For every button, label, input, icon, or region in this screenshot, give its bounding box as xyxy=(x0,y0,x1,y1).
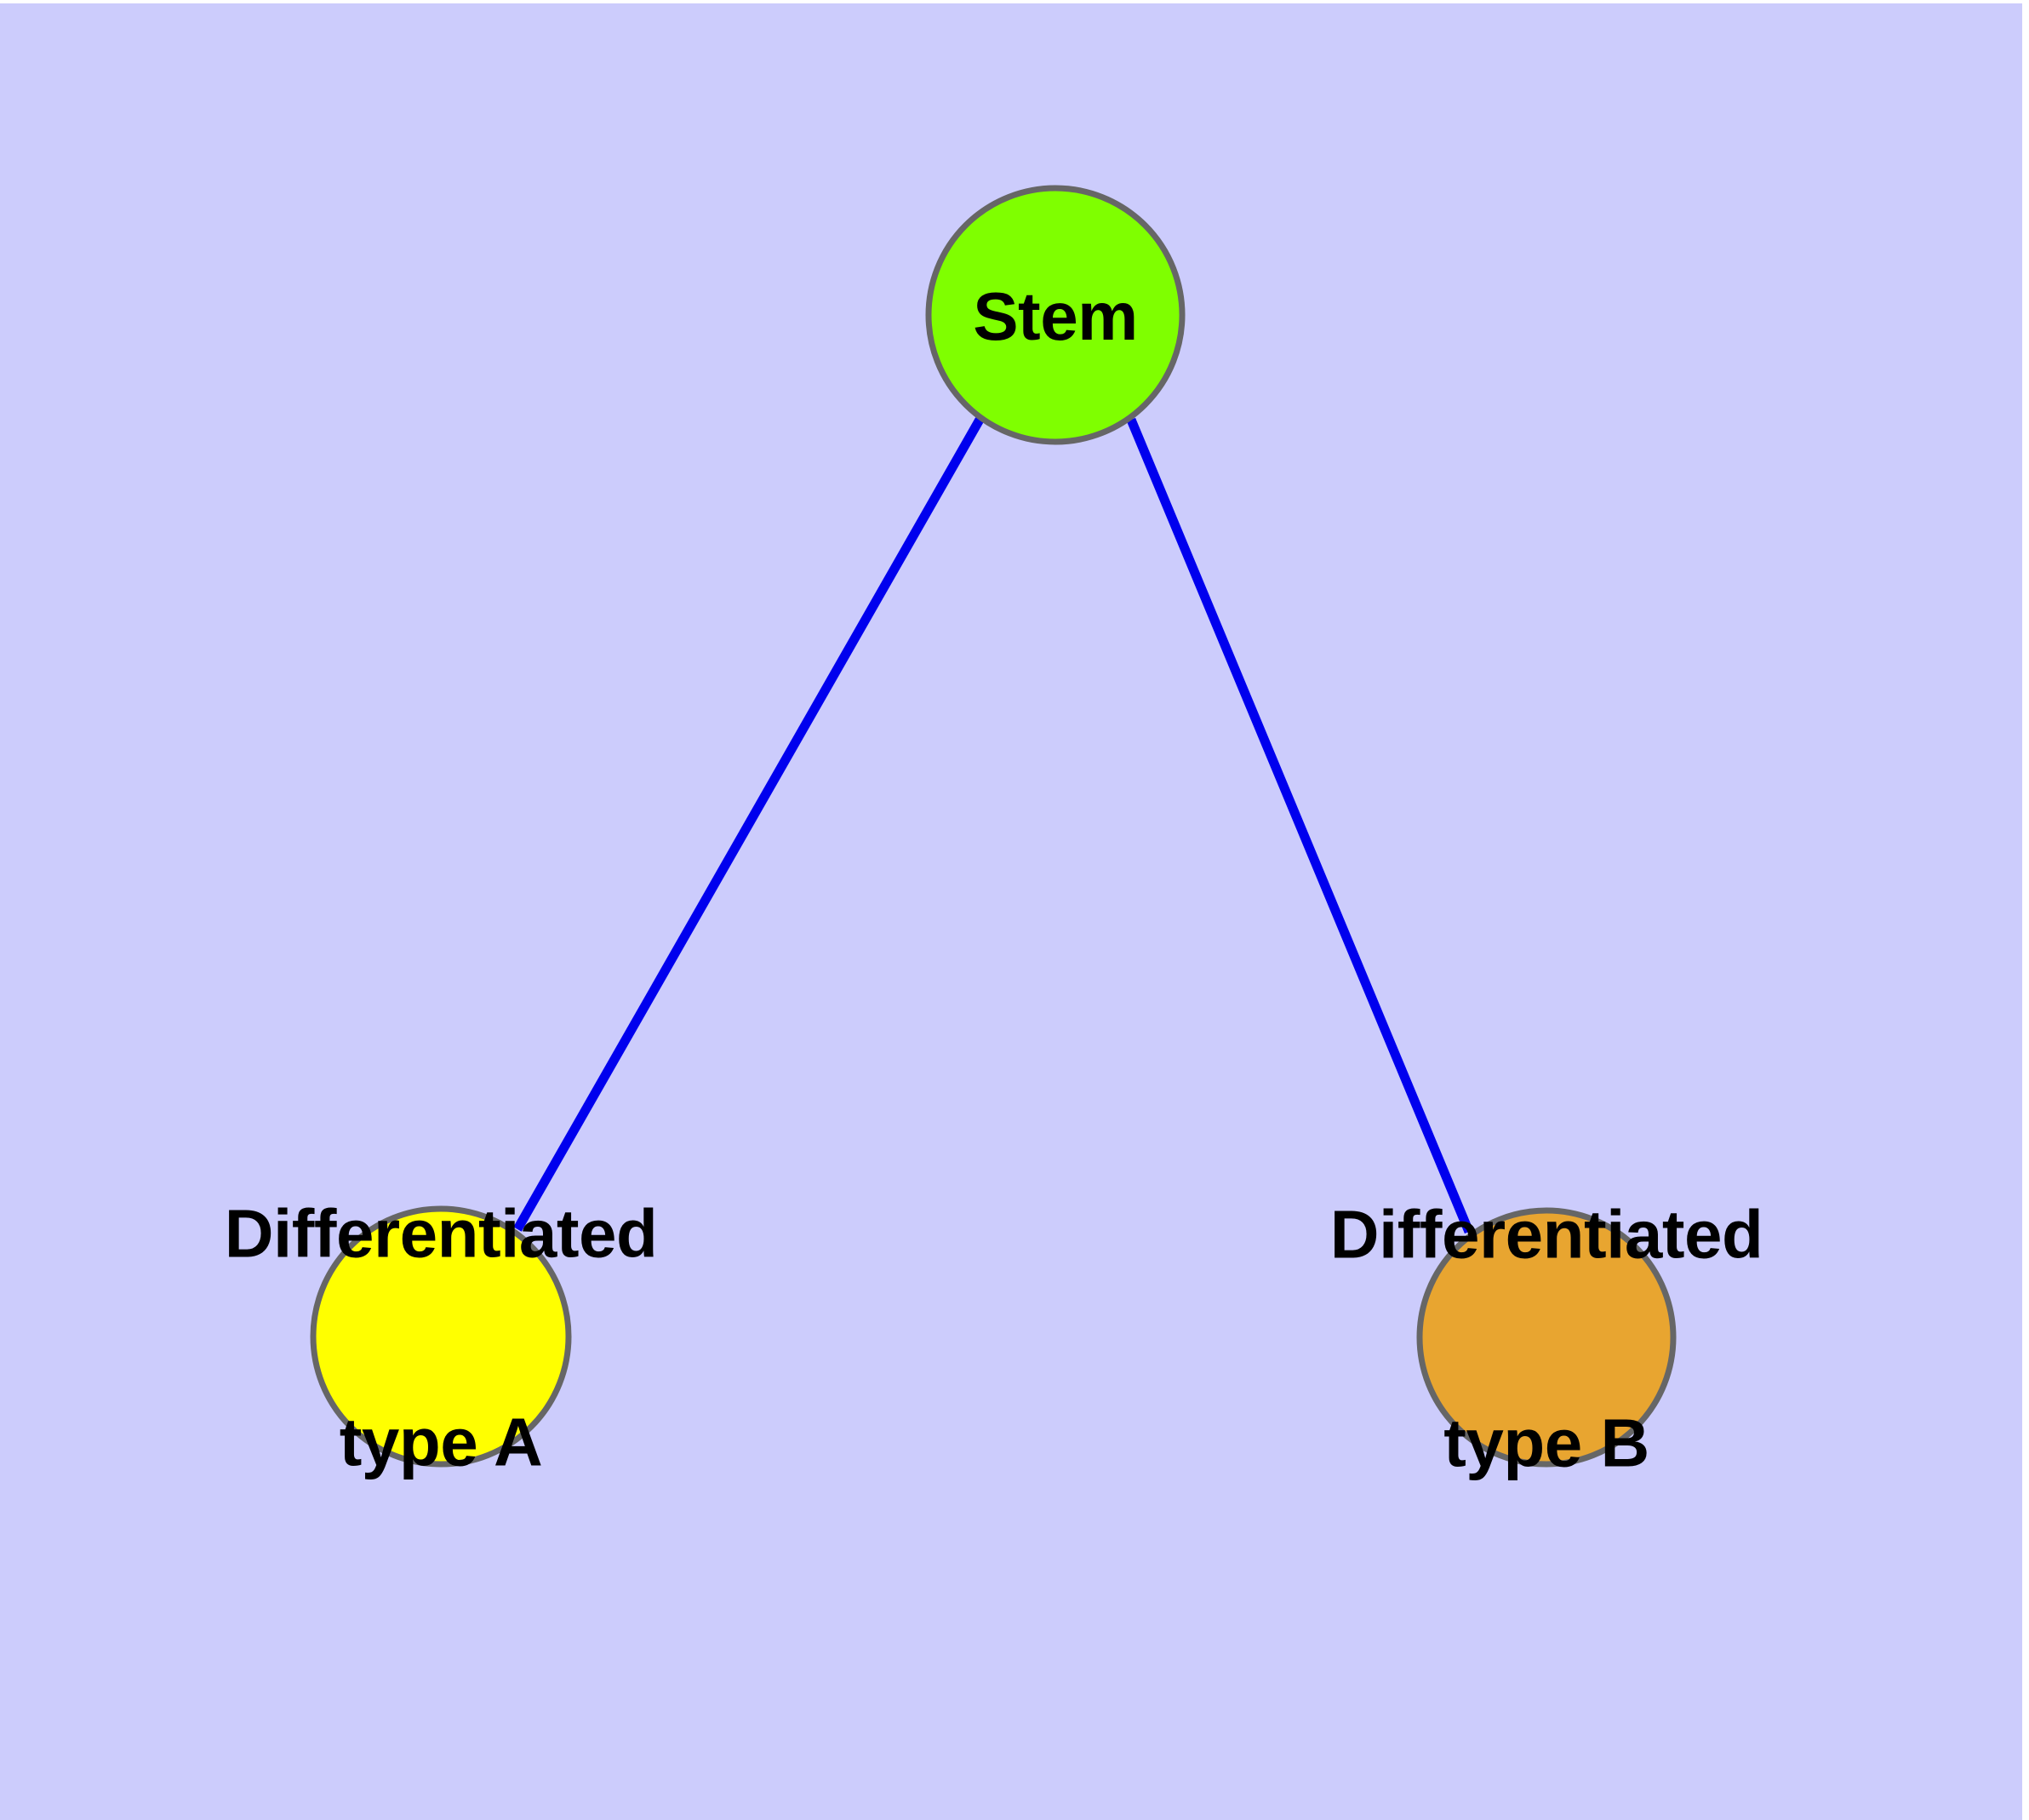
edge-stem-to-differentiated-type-a xyxy=(513,417,984,1232)
edge-layer xyxy=(513,417,1474,1234)
node-stem[interactable] xyxy=(925,185,1186,445)
node-layer xyxy=(310,185,1677,1468)
node-differentiated-type-b[interactable] xyxy=(1416,1207,1677,1468)
edge-stem-to-differentiated-type-b xyxy=(1126,417,1474,1234)
node-differentiated-type-a[interactable] xyxy=(310,1205,572,1468)
